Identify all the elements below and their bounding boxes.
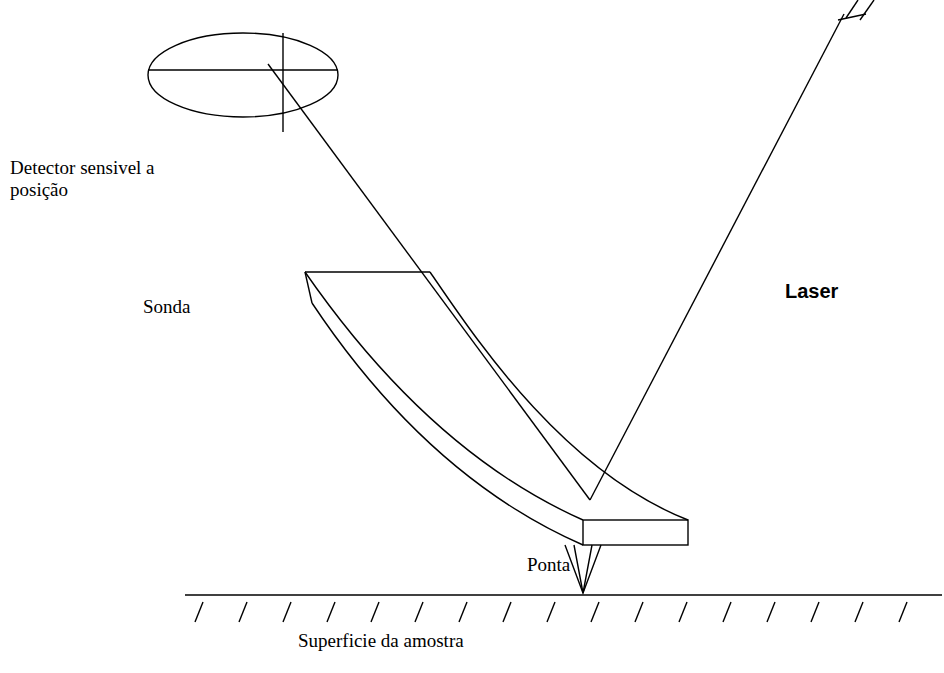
- hatch-stroke: [767, 602, 775, 622]
- hatch-stroke: [239, 602, 247, 622]
- hatch-stroke: [679, 602, 687, 622]
- incident-beam: [590, 14, 844, 500]
- hatch-stroke: [415, 602, 423, 622]
- cantilever: [305, 272, 583, 520]
- hatch-stroke: [503, 602, 511, 622]
- probe-tip: [565, 545, 601, 593]
- hatch-stroke: [723, 602, 731, 622]
- probe-tip: [574, 545, 592, 593]
- cantilever-end: [583, 520, 688, 545]
- hatch-stroke: [855, 602, 863, 622]
- cantilever: [305, 272, 312, 303]
- sample-surface: [185, 594, 942, 595]
- hatch-stroke: [283, 602, 291, 622]
- hatch-stroke: [371, 602, 379, 622]
- hatch-stroke: [899, 602, 907, 622]
- hatch-stroke: [459, 602, 467, 622]
- tip-label: Ponta: [527, 554, 570, 576]
- hatch-stroke: [195, 602, 203, 622]
- detector-label: Detector sensivel a posição: [10, 157, 215, 201]
- probe-label: Sonda: [143, 296, 191, 318]
- laser-source: [838, 14, 866, 20]
- laser-source: [860, 0, 874, 20]
- hatch-stroke: [811, 602, 819, 622]
- cantilever: [430, 272, 688, 520]
- cantilever: [312, 303, 583, 545]
- detector-ellipse: [148, 33, 338, 117]
- laser-label: Laser: [785, 280, 838, 303]
- surface-hatching: [195, 602, 907, 622]
- reflected-beam: [268, 64, 590, 500]
- laser-source: [846, 0, 858, 18]
- hatch-stroke: [327, 602, 335, 622]
- detector-axis: [148, 69, 338, 70]
- hatch-stroke: [547, 602, 555, 622]
- hatch-stroke: [591, 602, 599, 622]
- cantilever: [305, 271, 430, 272]
- hatch-stroke: [635, 602, 643, 622]
- surface-label: Superficie da amostra: [298, 630, 464, 652]
